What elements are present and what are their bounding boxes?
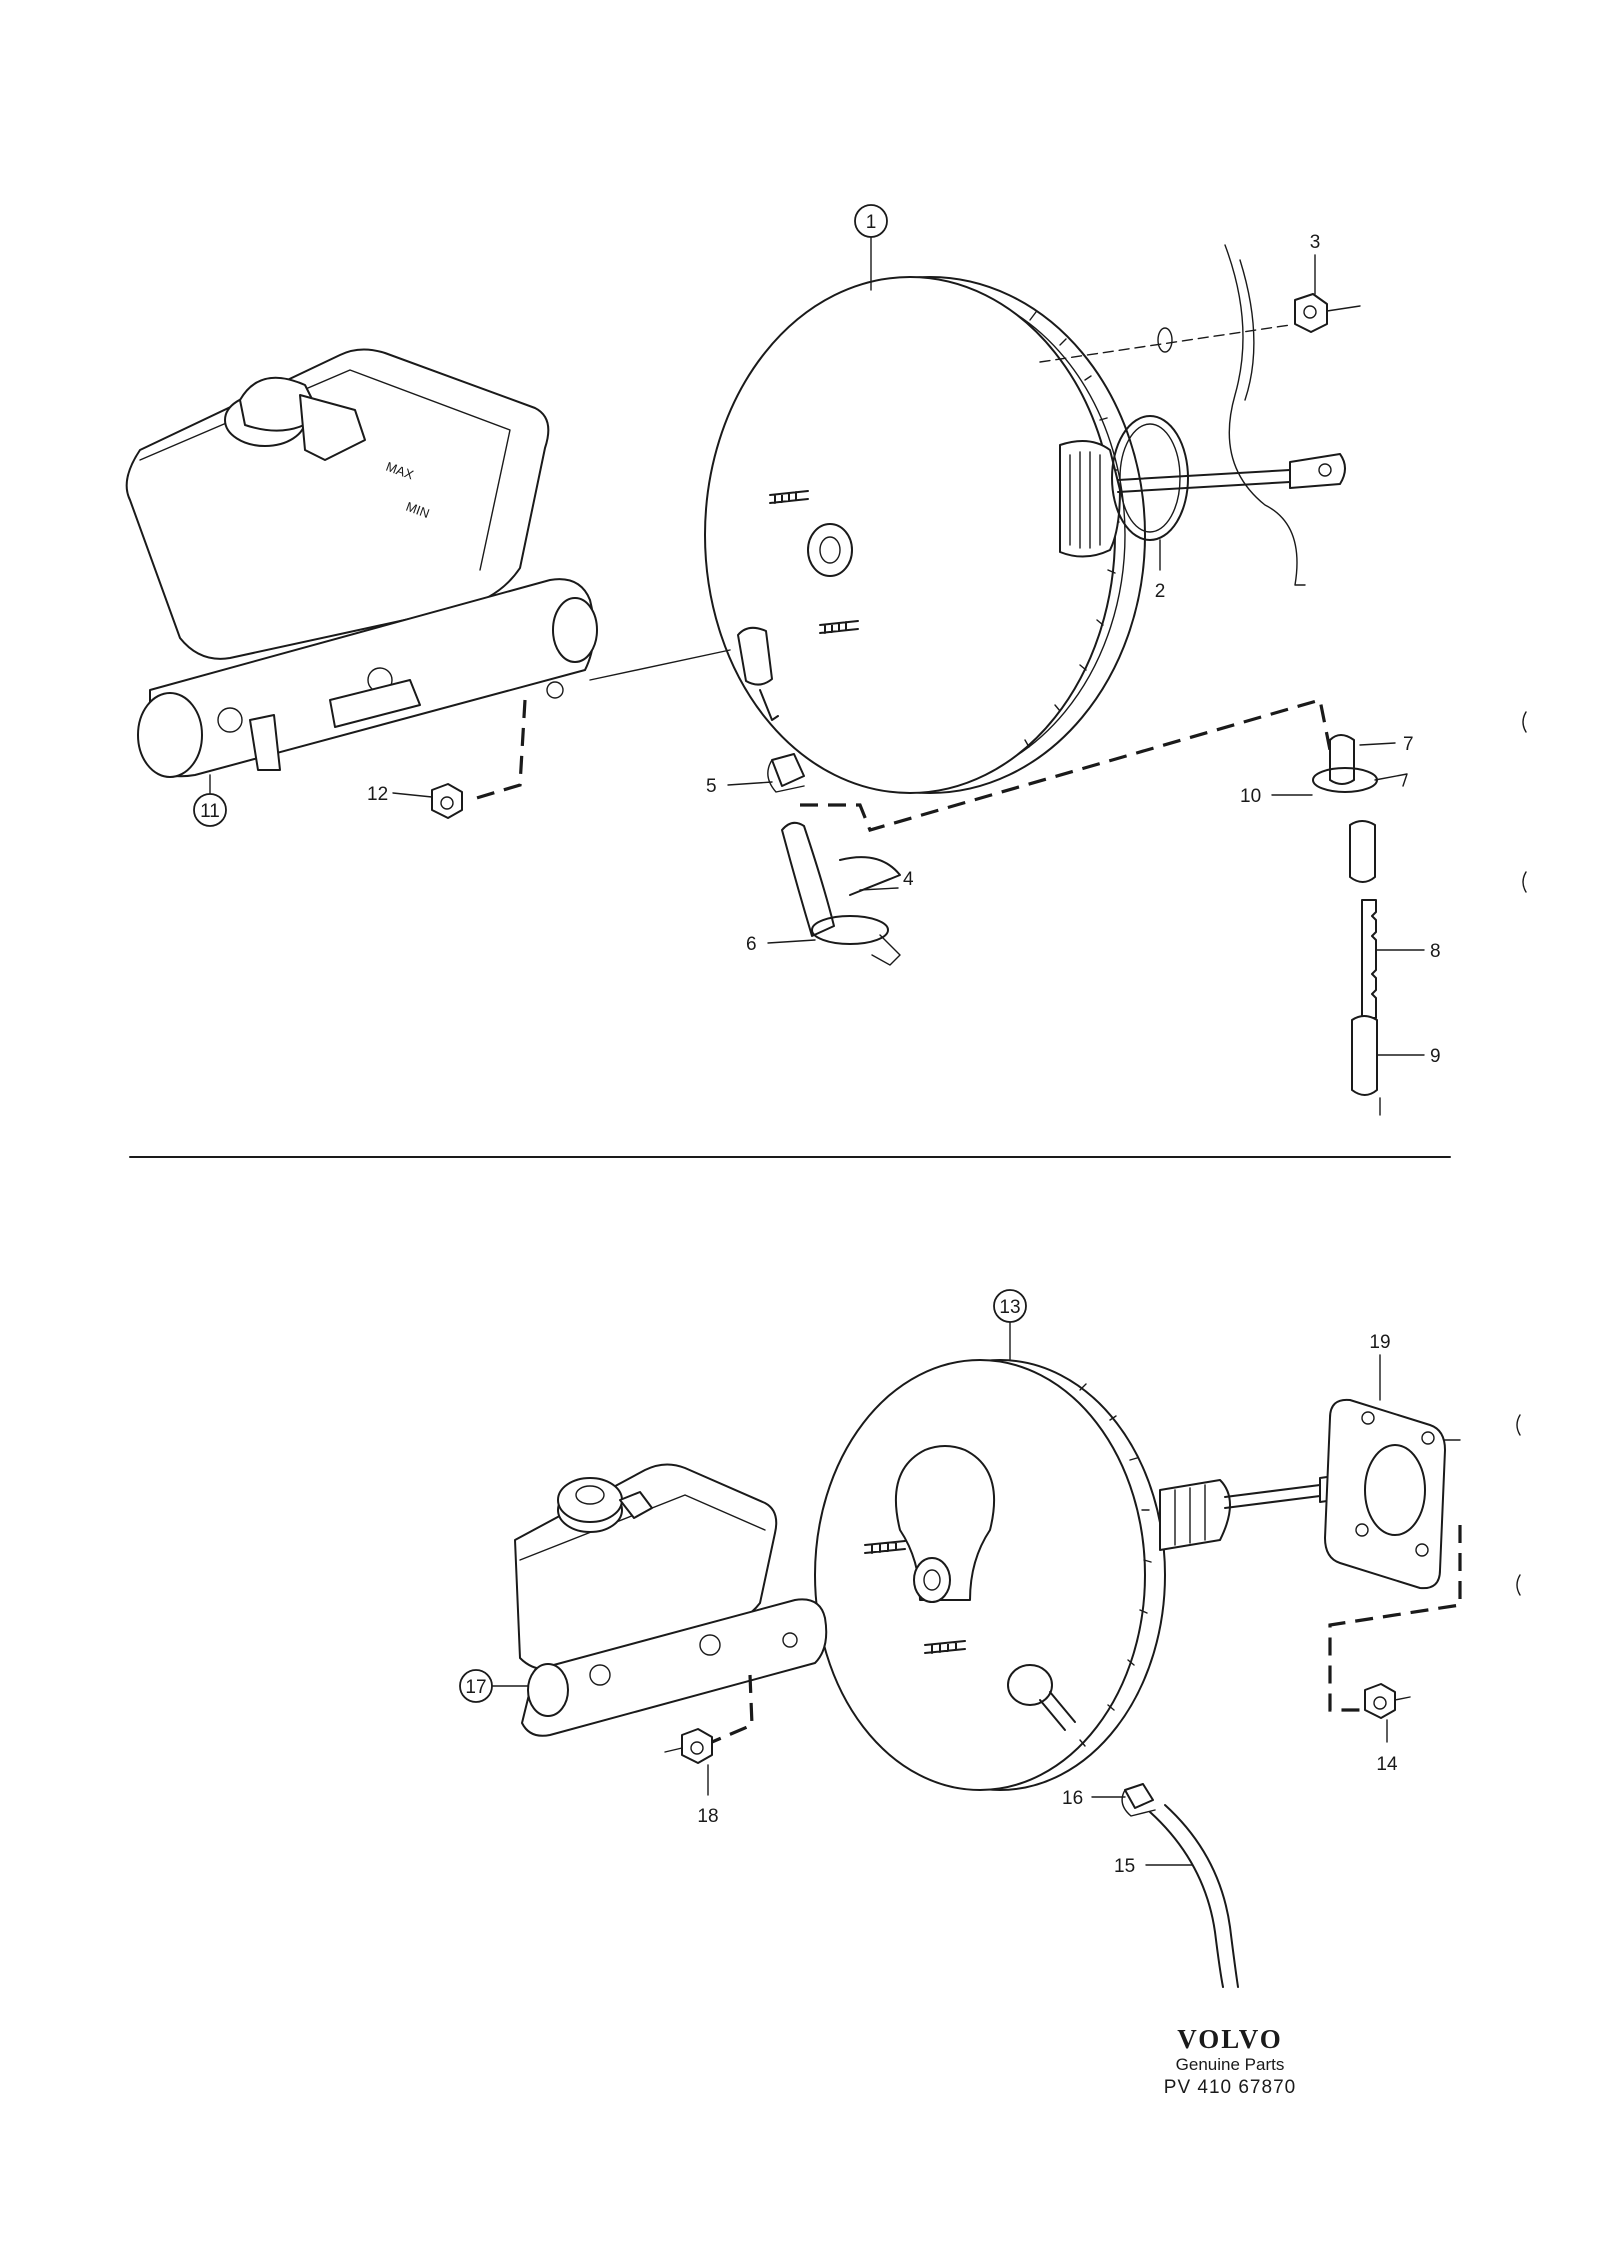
scan-edge-marks xyxy=(1516,711,1527,1596)
callout-1: 1 xyxy=(866,212,877,233)
callout-4: 4 xyxy=(903,869,914,890)
callout-10: 10 xyxy=(1240,786,1261,807)
check-valve-assembly xyxy=(1312,734,1408,1116)
callout-9: 9 xyxy=(1430,1046,1441,1067)
callout-18: 18 xyxy=(697,1806,718,1827)
volvo-logo: VOLVO xyxy=(1177,2024,1283,2054)
nut-18 xyxy=(664,1728,713,1764)
master-cylinder-upper: MAX MIN xyxy=(125,348,731,778)
callout-7: 7 xyxy=(1403,734,1414,755)
brand-tagline: Genuine Parts xyxy=(1175,2055,1285,2074)
guide-dash-14 xyxy=(1328,1525,1462,1712)
callout-11: 11 xyxy=(200,801,220,822)
callouts: 1 2 3 4 5 6 7 8 9 10 11 12 13 14 15 16 xyxy=(193,204,1441,1877)
callout-16: 16 xyxy=(1062,1788,1083,1809)
vacuum-hose-4 xyxy=(781,821,901,937)
clamp-6 xyxy=(811,915,901,966)
brake-booster-upper xyxy=(704,276,1146,794)
callout-13: 13 xyxy=(999,1297,1020,1318)
callout-8: 8 xyxy=(1430,941,1441,962)
callout-6: 6 xyxy=(746,934,757,955)
nut-12 xyxy=(431,783,463,819)
pushrod-boot xyxy=(1059,440,1346,558)
callout-2: 2 xyxy=(1155,581,1166,602)
clamp-5 xyxy=(767,753,805,793)
nut-14 xyxy=(1364,1683,1411,1719)
guide-dash-12 xyxy=(469,699,527,802)
master-cylinder-lower xyxy=(514,1463,828,1737)
vacuum-hose-15 xyxy=(1149,1804,1239,1988)
guide-dash-hose xyxy=(800,697,1332,832)
guide-dash-18 xyxy=(711,1674,754,1744)
firewall-outline xyxy=(1039,244,1306,586)
volvo-brand-block: VOLVO Genuine Parts PV 410 67870 xyxy=(1140,2024,1320,2100)
callout-19: 19 xyxy=(1369,1332,1390,1353)
brake-booster-lower xyxy=(814,1359,1166,1791)
gasket-plate-19 xyxy=(1324,1398,1461,1590)
callout-14: 14 xyxy=(1376,1754,1398,1775)
gasket-ring-2 xyxy=(1111,415,1189,541)
part-number: PV 410 67870 xyxy=(1163,2077,1297,2098)
nut-3 xyxy=(1294,293,1361,333)
callout-15: 15 xyxy=(1114,1856,1135,1877)
clamp-16 xyxy=(1121,1783,1156,1817)
callout-12: 12 xyxy=(367,784,388,805)
callout-17: 17 xyxy=(465,1677,486,1698)
callout-5: 5 xyxy=(706,776,717,797)
callout-3: 3 xyxy=(1310,232,1321,253)
